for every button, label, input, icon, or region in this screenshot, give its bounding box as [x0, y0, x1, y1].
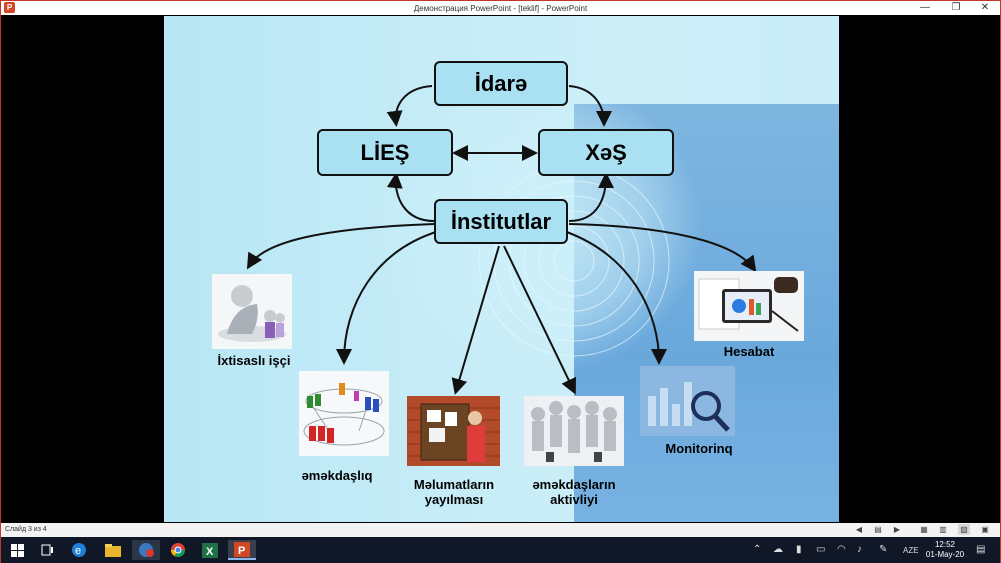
arrow-to-melumat — [451, 245, 500, 395]
file-explorer-icon[interactable] — [99, 540, 127, 560]
arrow-idare-to-lies — [386, 85, 433, 127]
clock-date: 01-May-20 — [925, 550, 965, 559]
ripple-rings — [478, 165, 670, 357]
node-idare[interactable]: İdarə — [434, 61, 568, 106]
label-melumat-line2: yayılması — [424, 492, 484, 507]
excel-app-icon[interactable]: X — [196, 540, 224, 560]
language-indicator[interactable]: AZE — [903, 546, 919, 555]
svg-text:X: X — [206, 546, 214, 558]
slide-counter: Слайд 3 из 4 — [5, 526, 47, 533]
slide-canvas[interactable]: İdarə LİEŞ XəŞ İnstitutlar İxtisaslı işç… — [164, 16, 839, 522]
monitoring-image[interactable] — [640, 366, 735, 436]
label-ixtisasli-isci: İxtisaslı işçi — [217, 353, 291, 368]
label-monitorinq: Monitorinq — [665, 441, 733, 456]
arrow-to-hesabat — [568, 223, 757, 273]
svg-text:P: P — [238, 545, 245, 557]
label-aktivlik-line2: aktivliyi — [550, 492, 598, 507]
arrow-idare-to-xes — [568, 85, 612, 127]
arrow-to-ixtisasli — [246, 223, 435, 270]
arrow-inst-to-xes — [568, 172, 614, 222]
label-melumatlarin-yayilmasi: Məlumatların yayılması — [394, 477, 514, 507]
node-xes[interactable]: XəŞ — [538, 129, 674, 176]
status-bar: Слайд 3 из 4 ◀ ▤ ▶ ▦ ▥ ▧ ▣ — [1, 523, 1000, 537]
volume-icon[interactable]: ♪ — [857, 544, 862, 555]
minimize-button[interactable]: — — [920, 2, 930, 13]
arrow-inst-to-lies — [386, 172, 435, 222]
clock-time: 12:52 — [934, 540, 956, 549]
pen-icon[interactable]: ✎ — [879, 544, 888, 555]
chrome-browser-icon[interactable] — [164, 540, 192, 560]
node-institutlar[interactable]: İnstitutlar — [434, 199, 568, 244]
show-hidden-icons-icon[interactable]: ⌃ — [753, 544, 762, 555]
restore-button[interactable]: ❐ — [951, 2, 961, 13]
reading-view-icon[interactable]: ▧ — [958, 524, 970, 535]
label-aktivlik-line1: əməkdaşların — [532, 477, 616, 492]
title-bar: P Демонстрация PowerPoint - [teklif] - P… — [1, 1, 1000, 15]
usb-device-icon[interactable]: ▮ — [796, 544, 802, 555]
powerpoint-app-icon[interactable]: P — [4, 2, 15, 13]
arrow-to-monitorinq — [563, 230, 667, 365]
task-view-icon[interactable] — [33, 540, 61, 560]
slideshow-view-icon[interactable]: ▣ — [981, 525, 989, 534]
staff-activity-image[interactable] — [524, 396, 624, 466]
svg-text:e: e — [75, 545, 81, 557]
diagram-arrows — [246, 85, 757, 395]
arrow-to-aktivlik — [503, 245, 576, 395]
previous-slide-button[interactable]: ◀ — [855, 525, 863, 534]
label-melumat-line1: Məlumatların — [413, 477, 495, 492]
wifi-icon[interactable]: ◠ — [837, 544, 846, 555]
close-button[interactable]: ✕ — [980, 2, 990, 13]
taskbar-clock[interactable]: 12:52 01-May-20 — [923, 540, 967, 560]
label-emekdasliq: əməkdaşlıq — [301, 468, 373, 483]
window-title: Демонстрация PowerPoint - [teklif] - Pow… — [413, 3, 588, 13]
notifications-icon[interactable]: ▤ — [976, 544, 986, 555]
arrow-to-emekdasliq — [336, 230, 440, 365]
edge-browser-icon[interactable]: e — [65, 540, 93, 560]
slide-menu-icon[interactable]: ▤ — [874, 525, 882, 534]
report-image[interactable] — [694, 271, 804, 341]
slide-sorter-icon[interactable]: ▥ — [939, 525, 947, 534]
normal-view-icon[interactable]: ▦ — [920, 525, 928, 534]
qualified-worker-image[interactable] — [212, 274, 292, 349]
battery-icon[interactable]: ▭ — [816, 544, 826, 555]
onedrive-icon[interactable]: ☁ — [773, 544, 783, 555]
label-emekdaslarin-aktivliyi: əməkdaşların aktivliyi — [514, 477, 634, 507]
next-slide-button[interactable]: ▶ — [893, 525, 901, 534]
powerpoint-taskbar-icon[interactable]: P — [228, 540, 256, 560]
windows-start-icon[interactable] — [3, 540, 31, 560]
node-lies[interactable]: LİEŞ — [317, 129, 453, 176]
cooperation-network-image[interactable] — [299, 371, 389, 456]
label-hesabat: Hesabat — [723, 344, 775, 359]
information-board-image[interactable] — [407, 396, 500, 466]
security-app-icon[interactable] — [132, 540, 160, 560]
windows-taskbar: e X P ⌃ ☁ ▮ ▭ ◠ ♪ ✎ AZE 12:52 01-May-20 … — [1, 537, 1000, 563]
